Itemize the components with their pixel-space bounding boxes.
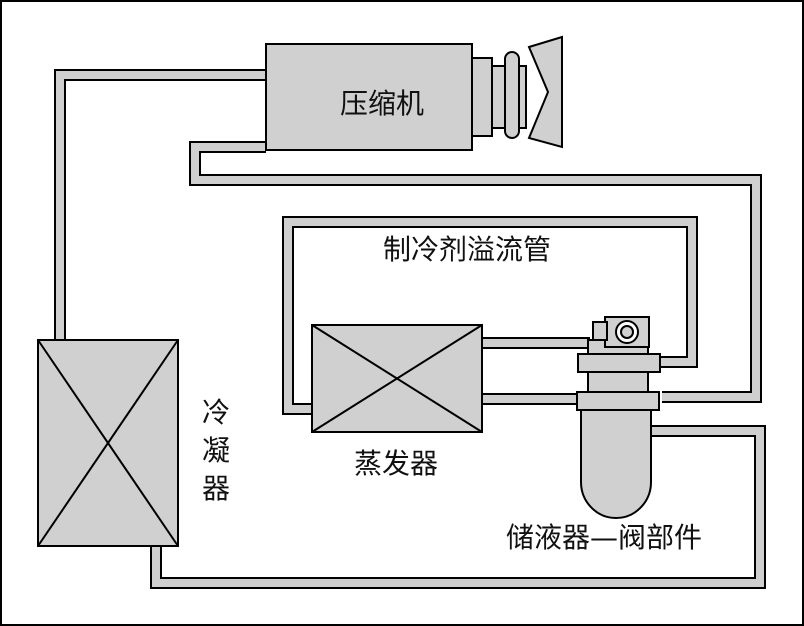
receiver-valve-label: 储液器—阀部件 <box>506 521 703 554</box>
compressor-pulley <box>527 35 563 149</box>
pipe-receiver-condenser <box>150 425 766 589</box>
pipes <box>54 69 766 589</box>
valve-body <box>587 371 649 393</box>
compressor-pulley-ring <box>504 51 520 139</box>
compressor-body <box>265 43 473 151</box>
compressor-label: 压缩机 <box>340 87 425 120</box>
receiver-lower-flange <box>576 391 660 411</box>
receiver-tank <box>580 409 652 519</box>
pipe-condenser-compressor <box>54 69 266 342</box>
evaporator <box>311 324 483 433</box>
evaporator-label: 蒸发器 <box>354 447 439 480</box>
valve-upper-flange <box>577 353 661 373</box>
valve-knob-inner <box>620 325 634 339</box>
compressor-shaft-collar <box>471 57 493 137</box>
valve-head-tab <box>592 321 608 341</box>
condenser-label: 冷凝器 <box>201 396 230 505</box>
compressor <box>265 35 563 151</box>
receiver-valve-assembly <box>576 316 661 519</box>
overflow-pipe-label: 制冷剂溢流管 <box>383 233 552 266</box>
condenser <box>37 339 179 547</box>
